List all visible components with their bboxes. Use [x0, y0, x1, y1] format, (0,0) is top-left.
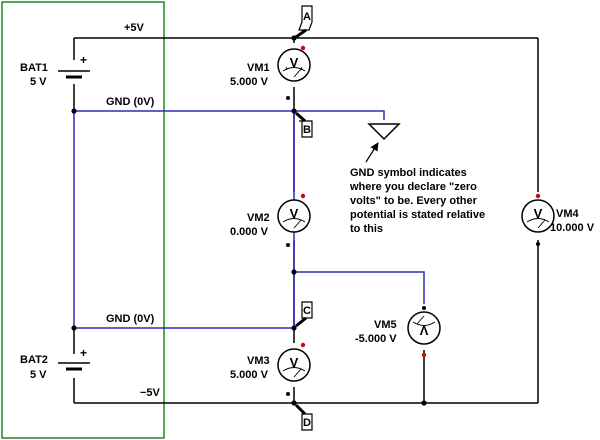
meter-symbol: V: [290, 206, 299, 221]
vm4-name: VM4: [556, 208, 580, 220]
vm5-name: VM5: [374, 319, 397, 331]
node-tag-b: B: [295, 111, 313, 138]
meter-negative-dot: [286, 96, 290, 100]
meter-positive-dot: [535, 193, 541, 199]
voltmeter-vm5: V: [407, 306, 441, 358]
node-tag-pointer: [295, 111, 306, 123]
meter-symbol: V: [290, 355, 299, 370]
meter-positive-dot: [300, 342, 306, 348]
bat2-name: BAT2: [20, 354, 48, 366]
meter-body: [521, 199, 555, 233]
vm3-name: VM3: [247, 355, 270, 367]
node-c-label: C: [303, 305, 311, 317]
meter-positive-dot: [421, 352, 427, 358]
vm1-reading: 5.000 V: [230, 76, 269, 88]
vm5-reading: -5.000 V: [355, 333, 397, 345]
annotation-line: GND symbol indicates: [350, 167, 467, 179]
node-tag-shape: [301, 301, 313, 319]
meter-body: [277, 199, 311, 233]
meter-needle: [416, 315, 425, 325]
gnd-annotation: GND symbol indicates where you declare "…: [349, 167, 485, 235]
rail-plus5v-label: +5V: [124, 22, 145, 34]
meter-scale: [282, 367, 306, 372]
wire-vm5-top: [294, 271, 425, 304]
junction-dot: [291, 325, 297, 331]
meter-needle: [293, 368, 302, 378]
node-tag-shape: [299, 120, 313, 138]
meter-negative-dot: [422, 306, 426, 310]
node-tag-pointer: [295, 28, 307, 39]
meter-body: [277, 348, 311, 382]
vm2-reading: 0.000 V: [230, 226, 269, 238]
voltmeter-vm2: V: [277, 193, 311, 247]
node-tag-pointer: [294, 403, 307, 416]
meter-needle: [537, 219, 546, 229]
meter-body: [407, 311, 441, 345]
node-d-label: D: [303, 417, 311, 429]
wire-gnd-upper: [74, 110, 385, 120]
meter-symbol: V: [534, 206, 543, 221]
vm2-name: VM2: [247, 212, 270, 224]
junction-dot: [291, 269, 297, 275]
annotation-line: volts" to be. Every other: [350, 195, 478, 207]
node-tag-a: A: [295, 5, 313, 39]
annotation-line: potential is stated relative: [350, 209, 485, 221]
node-tag-pointer: [295, 316, 307, 328]
battery-bat2: [58, 362, 90, 371]
meter-negative-dot: [286, 243, 290, 247]
annotation-arrow: [365, 142, 379, 163]
meter-positive-dot: [300, 45, 306, 51]
junction-dot: [421, 400, 427, 406]
annotation-line: to this: [350, 223, 383, 235]
gnd-upper-label: GND (0V): [106, 96, 155, 108]
voltmeter-vm4: V: [521, 193, 555, 246]
node-a-label: A: [303, 11, 311, 23]
vm1-name: VM1: [247, 62, 270, 74]
meter-positive-dot: [300, 193, 306, 199]
node-tag-c: C: [295, 301, 313, 328]
meter-scale: [282, 65, 306, 72]
rail-minus5v-label: −5V: [140, 387, 161, 399]
node-tag-shape: [301, 413, 313, 431]
meter-symbol: V: [419, 323, 428, 338]
battery-frame: [1, 1, 165, 439]
node-tag-d: D: [294, 403, 313, 431]
junctions: [71, 35, 427, 406]
ground-wires: [73, 110, 425, 329]
bat2-voltage: 5 V: [30, 369, 47, 381]
meter-negative-dot: [536, 242, 540, 246]
junction-dot: [71, 325, 77, 331]
meter-needle: [293, 219, 302, 229]
meter-scale: [526, 218, 550, 223]
junction-dot: [291, 400, 297, 406]
meter-scale: [282, 218, 306, 223]
meter-symbol: V: [290, 55, 299, 70]
meter-needle: [293, 68, 302, 78]
bat1-voltage: 5 V: [30, 76, 47, 88]
node-b-label: B: [303, 124, 311, 136]
bat1-name: BAT1: [20, 62, 48, 74]
vm3-reading: 5.000 V: [230, 369, 269, 381]
bat1-plus-sign: +: [80, 53, 87, 67]
junction-dot: [291, 108, 297, 114]
bat2-plus-sign: +: [80, 346, 87, 360]
junction-dot: [71, 108, 77, 114]
ground-symbol: [367, 123, 401, 141]
meter-scale: [412, 321, 436, 326]
voltmeter-vm1: V: [277, 45, 311, 100]
meter-negative-dot: [286, 392, 290, 396]
vm4-reading: 10.000 V: [550, 222, 595, 234]
gnd-lower-label: GND (0V): [106, 313, 155, 325]
junction-dot: [291, 35, 297, 41]
node-tag-shape: [298, 5, 313, 31]
voltmeter-vm3: V: [277, 342, 311, 396]
annotation-line: where you declare "zero: [349, 181, 477, 193]
battery-bat1: [58, 70, 90, 79]
